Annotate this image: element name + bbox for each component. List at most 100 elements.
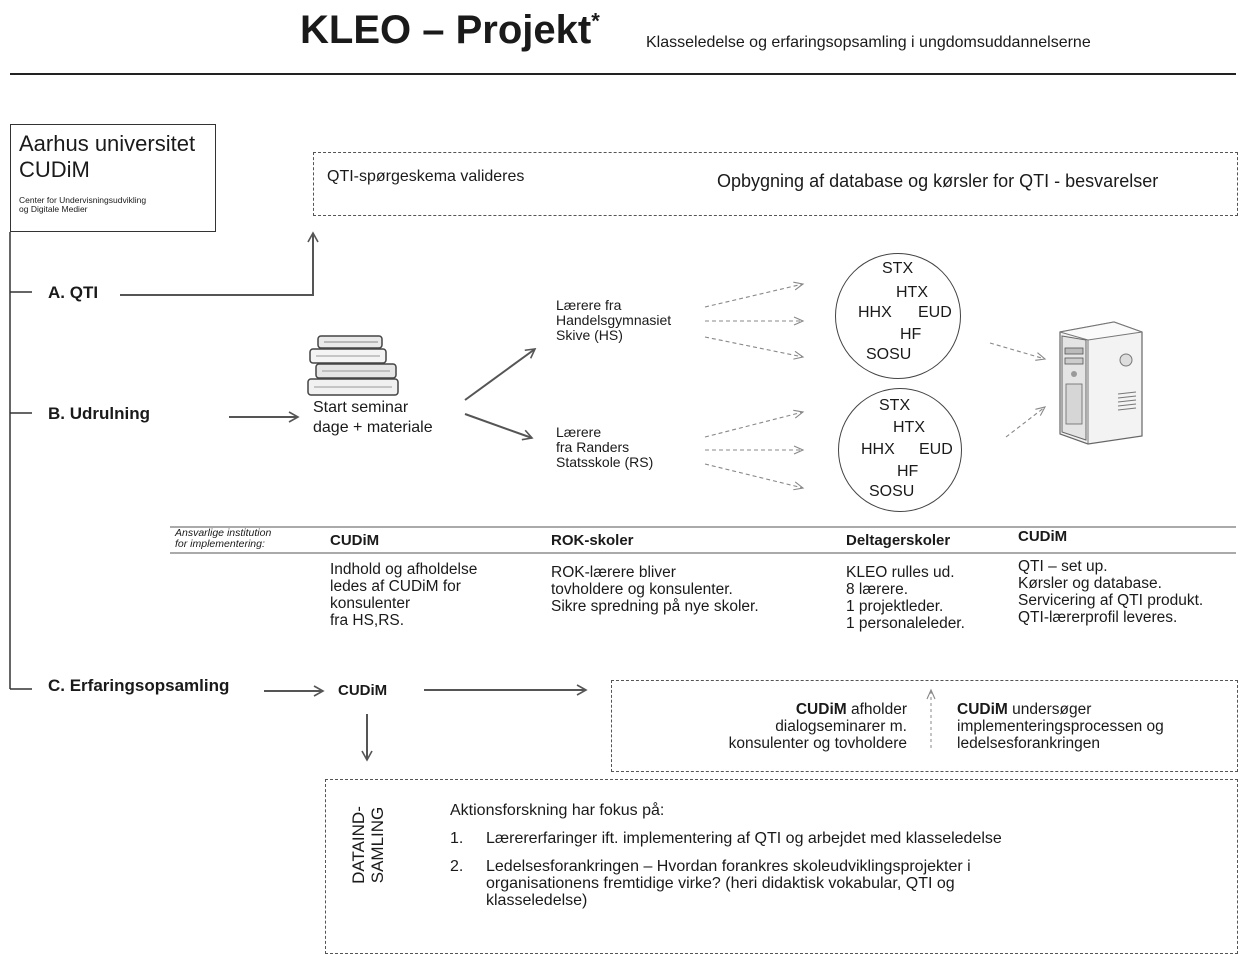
research-item1: Lærererfaringer ift. implementering af Q… (486, 830, 1002, 847)
start-seminar: Start seminar dage + materiale (313, 398, 433, 438)
institution-name: Aarhus universitet CUDiM (19, 131, 195, 183)
dialog-right-line2: implementeringsprocessen og (957, 718, 1164, 735)
responsible-label-line1: Ansvarlige institution (175, 527, 272, 539)
school-htx: HTX (893, 419, 925, 436)
qti-arrow (120, 231, 319, 296)
table-cell: ledes af CUDiM for (330, 578, 461, 595)
computer-tower-icon (1059, 321, 1143, 445)
row-b-udrulning: B. Udrulning (48, 404, 150, 423)
rs-fan-arrow-3 (704, 463, 805, 491)
rs-fan-arrow-1 (704, 409, 805, 438)
research-item2-number: 2. (450, 858, 464, 875)
institution-fullname: Center for Undervisningsudvikling og Dig… (19, 196, 146, 214)
dialog-left-bold: CUDiM (795, 701, 847, 718)
research-item2-line3: klasseledelse) (486, 892, 588, 909)
schools-circle-rs: STX HTX HHX EUD HF SOSU (838, 388, 962, 512)
table-cell: KLEO rulles ud. (846, 564, 955, 581)
school-hf: HF (900, 326, 922, 343)
institution-name-line2: CUDiM (19, 157, 90, 182)
qti-validation-text: QTI-spørgeskema valideres (327, 168, 525, 185)
hs-fan-arrow-3 (704, 336, 805, 360)
institution-full-line2: og Digitale Medier (19, 204, 88, 214)
table-cell: ROK-lærere bliver (551, 564, 676, 581)
datasamling-line2: SAMLING (368, 806, 387, 884)
table-cell: Kørsler og database. (1018, 575, 1162, 592)
table-cell: Indhold og afholdelse (330, 561, 478, 578)
table-header-rok: ROK-skoler (551, 532, 634, 549)
responsible-label: Ansvarlige institution for implementerin… (175, 528, 271, 550)
table-col-deltager: KLEO rulles ud. 8 lærere. 1 projektleder… (846, 564, 965, 632)
table-header-cudim-2: CUDiM (1018, 528, 1068, 545)
research-item2-line2: organisationens fremtidige virke? (heri … (486, 875, 955, 892)
erfaring-cudim: CUDiM (338, 682, 388, 699)
school-hhx: HHX (861, 441, 895, 458)
table-cell: 8 lærere. (846, 581, 909, 598)
school-stx: STX (879, 397, 911, 414)
circle1-to-computer-arrow (989, 342, 1047, 361)
teachers-hs-line1: Lærere fra (556, 297, 622, 313)
dialog-left-line3: konsulenter og tovholdere (728, 735, 907, 752)
research-item2-line1: Ledelsesforankringen – Hvordan forankres… (486, 858, 971, 875)
circle2-to-computer-arrow (1005, 406, 1047, 438)
school-sosu: SOSU (866, 346, 912, 363)
dialog-right-rest: undersøger (1007, 701, 1092, 718)
teachers-hs: Lærere fra Handelsgymnasiet Skive (HS) (556, 298, 671, 343)
school-eud: EUD (919, 441, 953, 458)
table-cell: tovholdere og konsulenter. (551, 581, 733, 598)
table-col-rok: ROK-lærere bliver tovholdere og konsulen… (551, 564, 759, 615)
teachers-rs-line2: fra Randers (556, 439, 630, 455)
page-title: KLEO – Projekt* (300, 8, 600, 53)
teachers-rs: Lærere fra Randers Statsskole (RS) (556, 425, 653, 470)
institution-full-line1: Center for Undervisningsudvikling (19, 195, 147, 205)
dialog-left-rest: afholder (846, 701, 907, 718)
institution-name-line1: Aarhus universitet (19, 131, 196, 156)
seminar-to-rs-arrow (464, 413, 534, 441)
row-a-qti: A. QTI (48, 283, 99, 302)
datasamling-line1: DATAIND- (349, 806, 368, 884)
research-heading: Aktionsforskning har fokus på: (450, 802, 665, 819)
title-divider (10, 73, 1236, 75)
teachers-rs-line1: Lærere (556, 424, 602, 440)
dialog-right-line3: ledelsesforankringen (957, 735, 1101, 752)
table-cell: QTI-lærerprofil leveres. (1018, 609, 1178, 626)
title-asterisk: * (591, 8, 600, 34)
seminar-line2: dage + materiale (313, 419, 433, 436)
table-cell: 1 personaleleder. (846, 615, 965, 632)
teachers-rs-line3: Statsskole (RS) (556, 454, 654, 470)
school-htx: HTX (896, 284, 928, 301)
table-cell: QTI – set up. (1018, 558, 1108, 575)
title-text: KLEO – Projekt (300, 8, 592, 52)
row-c-erfaringsopsamling: C. Erfaringsopsamling (48, 676, 230, 695)
school-sosu: SOSU (869, 483, 915, 500)
books-icon (307, 335, 399, 396)
dialog-right-text: CUDiM undersøger implementeringsprocesse… (957, 701, 1164, 752)
research-item1-number: 1. (450, 830, 464, 847)
school-hf: HF (897, 463, 919, 480)
hs-fan-arrow-1 (704, 281, 805, 308)
research-item2: Ledelsesforankringen – Hvordan forankres… (486, 858, 971, 909)
table-cell: 1 projektleder. (846, 598, 944, 615)
table-col-cudim: Indhold og afholdelse ledes af CUDiM for… (330, 561, 477, 629)
datasamling-label: DATAIND- SAMLING (349, 800, 387, 890)
institution-box: Aarhus universitet CUDiM Center for Unde… (10, 124, 216, 232)
seminar-to-hs-arrow (464, 348, 537, 401)
school-hhx: HHX (858, 304, 892, 321)
dialog-left-line2: dialogseminarer m. (775, 718, 907, 735)
table-cell: fra HS,RS. (330, 612, 405, 629)
qti-database-text: Opbygning af database og kørsler for QTI… (717, 171, 1159, 191)
table-cell: Servicering af QTI produkt. (1018, 592, 1204, 609)
page-subtitle: Klasseledelse og erfaringsopsamling i un… (646, 34, 1091, 51)
table-cell: Sikre spredning på nye skoler. (551, 598, 759, 615)
school-stx: STX (882, 260, 914, 277)
dialog-right-bold: CUDiM (957, 701, 1008, 718)
dialog-left-text: CUDiM afholder dialogseminarer m. konsul… (612, 701, 907, 752)
teachers-hs-line3: Skive (HS) (556, 327, 623, 343)
table-cell: konsulenter (330, 595, 411, 612)
seminar-line1: Start seminar (313, 399, 409, 416)
qti-box (313, 152, 1238, 216)
table-col-cudim-2: QTI – set up. Kørsler og database. Servi… (1018, 558, 1203, 626)
dialog-box (611, 680, 1238, 772)
table-header-cudim: CUDiM (330, 532, 380, 549)
responsible-label-line2: for implementering: (175, 538, 265, 550)
